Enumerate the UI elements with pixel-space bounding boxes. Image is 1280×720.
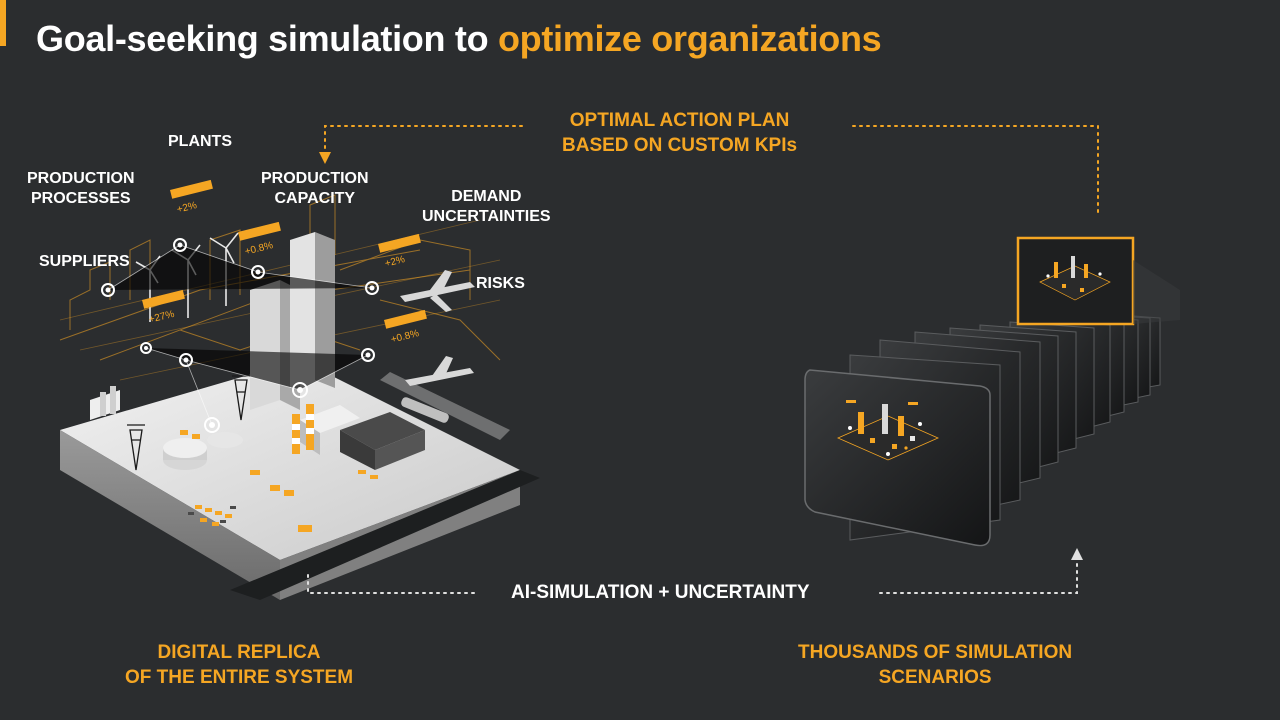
- label-production-capacity-line2: CAPACITY: [274, 190, 356, 207]
- label-production-processes: PRODUCTION PROCESSES: [27, 169, 135, 209]
- kpi-tag-2: +0.8%: [244, 240, 275, 258]
- label-production-processes-line2: PROCESSES: [30, 190, 131, 207]
- label-demand-uncertainties-line1: DEMAND: [451, 188, 522, 205]
- label-risks: RISKS: [476, 275, 525, 292]
- flow-arrows: [307, 559, 1078, 594]
- optimal-action-plan-line2: BASED ON CUSTOM KPIs: [562, 135, 798, 156]
- thousands-scenarios-line1: THOUSANDS OF SIMULATION: [798, 642, 1073, 663]
- optimal-action-plan-line1: OPTIMAL ACTION PLAN: [569, 110, 790, 131]
- thousands-scenarios-label: THOUSANDS OF SIMULATION SCENARIOS: [798, 640, 1072, 690]
- optimal-plan-arrow: [324, 125, 1099, 213]
- optimal-action-plan-label: OPTIMAL ACTION PLAN BASED ON CUSTOM KPIs: [562, 108, 797, 158]
- label-demand-uncertainties: DEMAND UNCERTAINTIES: [422, 187, 551, 227]
- kpi-tag-5: +0.8%: [390, 328, 421, 346]
- digital-replica-illustration: +2% +0.8% +2% +27% +0.8%: [59, 179, 540, 600]
- page-title: Goal-seeking simulation to optimize orga…: [36, 18, 882, 60]
- thousands-scenarios-line2: SCENARIOS: [878, 667, 992, 688]
- label-suppliers: SUPPLIERS: [39, 253, 130, 270]
- label-plants: PLANTS: [168, 133, 232, 150]
- label-production-processes-line1: PRODUCTION: [27, 170, 135, 187]
- arrow-up-head: [1071, 548, 1083, 560]
- kpi-tag-4: +27%: [148, 309, 176, 326]
- arrow-ai-left-segment: [307, 574, 476, 594]
- title-accent-bar: [0, 0, 6, 46]
- digital-replica-label: DIGITAL REPLICA OF THE ENTIRE SYSTEM: [125, 640, 353, 690]
- title-part-1: Goal-seeking simulation to: [36, 18, 498, 59]
- arrow-down-head: [319, 152, 331, 164]
- label-production-capacity: PRODUCTION CAPACITY: [261, 169, 369, 209]
- title-part-2-highlight: optimize organizations: [497, 18, 882, 59]
- ai-simulation-label: AI-SIMULATION + UNCERTAINTY: [511, 582, 810, 603]
- arrow-ai-right-segment: [879, 559, 1078, 594]
- digital-replica-line1: DIGITAL REPLICA: [157, 642, 321, 663]
- simulation-scenarios-stack: [804, 236, 1180, 547]
- label-demand-uncertainties-line2: UNCERTAINTIES: [422, 208, 551, 225]
- digital-replica-line2: OF THE ENTIRE SYSTEM: [125, 667, 354, 688]
- kpi-tag-1: +2%: [176, 200, 198, 216]
- label-production-capacity-line1: PRODUCTION: [261, 170, 369, 187]
- kpi-tag-3: +2%: [384, 254, 406, 270]
